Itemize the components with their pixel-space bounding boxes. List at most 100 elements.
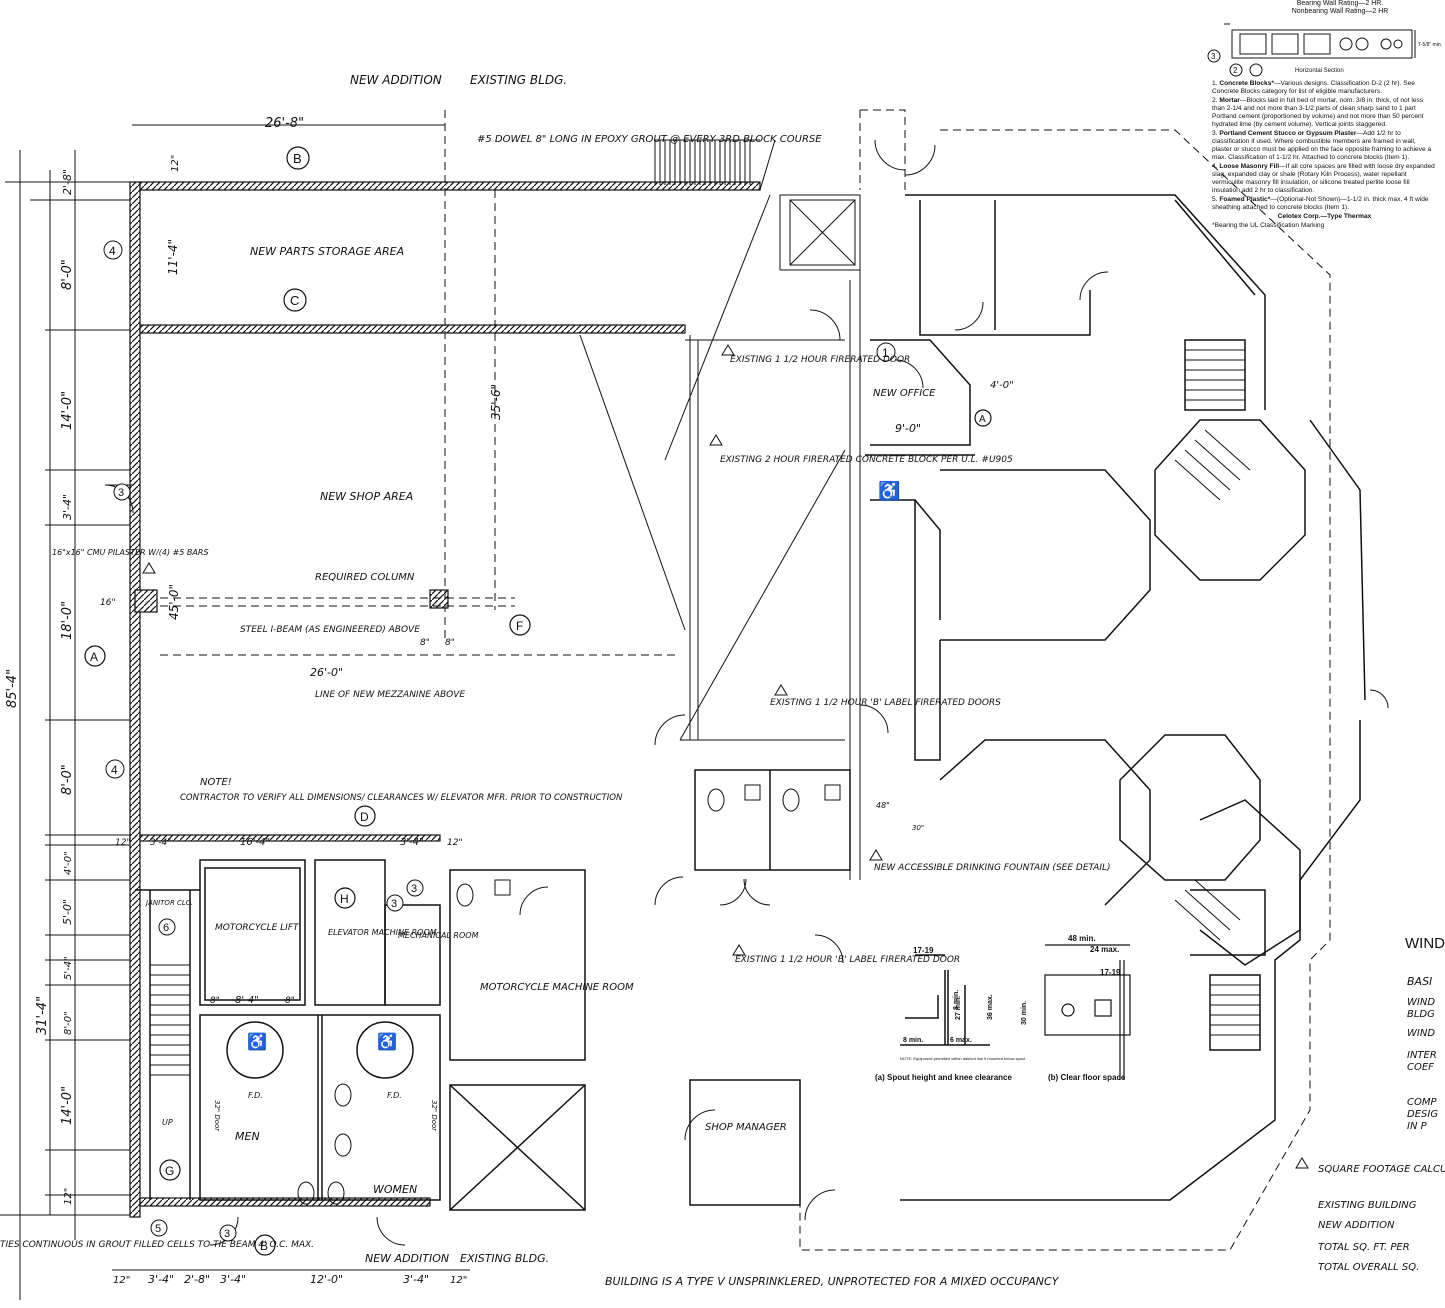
dim-3-4a: 3'-4": [150, 838, 171, 848]
label-total-sq: TOTAL SQ. FT. PER: [1318, 1242, 1410, 1253]
detail-b-24max: 24 max.: [1090, 945, 1119, 954]
detail-b-48min: 48 min.: [1068, 934, 1096, 943]
dim-14-0: 14'-0": [60, 391, 75, 430]
label-door-32b: 32" Door: [430, 1100, 438, 1132]
ul-spec-notes: 1. Concrete Blocks*—Various designs. Cla…: [1212, 80, 1437, 231]
dim-bot-3-4c: 3'-4": [403, 1273, 429, 1286]
grid-D: D: [360, 810, 369, 824]
label-up: UP: [162, 1118, 173, 1127]
detail-a-36max: 36 max.: [987, 994, 994, 1020]
dim-31-4: 31'-4": [35, 996, 50, 1035]
label-fire-door-3: EXISTING 1 1/2 HOUR 'B' LABEL FIRERATED …: [735, 955, 960, 965]
label-fountain: NEW ACCESSIBLE DRINKING FOUNTAIN (SEE DE…: [874, 863, 1111, 873]
dim-8-0c: 8'-0": [63, 1011, 74, 1035]
key-3b: 3: [391, 898, 397, 910]
section-dim: 7-5/8" min.: [1418, 42, 1442, 48]
dim-5-4: 5'-4": [63, 956, 74, 980]
label-comp: COMP: [1407, 1097, 1437, 1108]
label-intern: INTER: [1407, 1050, 1437, 1061]
dim-5-0: 5'-0": [61, 899, 74, 925]
dim-48: 48": [876, 801, 890, 810]
nonbearing-rating: Nonbearing Wall Rating—2 HR: [1291, 8, 1389, 15]
grid-B-top: B: [293, 151, 302, 166]
key-4a: 4: [109, 244, 116, 258]
detail-a-8min2: 8 min.: [903, 1037, 923, 1044]
label-existing-bldg-top: EXISTING BLDG.: [470, 73, 567, 87]
spec-header: Bearing Wall Rating—2 HR. Nonbearing Wal…: [1240, 0, 1440, 16]
label-new-addition-sq: NEW ADDITION: [1318, 1220, 1395, 1231]
dim-bot-3-4a: 3'-4": [148, 1273, 174, 1286]
dim-8-0b: 8'-0": [60, 764, 75, 795]
dim-8a: 8": [210, 996, 220, 1006]
dim-bot-12-0: 12'-0": [310, 1273, 343, 1286]
plan-linework: [579, 139, 861, 880]
dim-30a: 30": [912, 824, 924, 832]
label-desig: DESIG: [1407, 1109, 1438, 1120]
spec-maker: Celotex Corp.—Type Thermax: [1277, 213, 1372, 220]
spec-footnote: *Bearing the UL Classification Marking: [1212, 222, 1325, 229]
label-women: WOMEN: [373, 1183, 417, 1196]
label-men: MEN: [235, 1130, 260, 1143]
spec-note-3: 3. Portland Cement Stucco or Gypsum Plas…: [1212, 130, 1432, 161]
key-1: 1: [882, 346, 889, 360]
label-ties-note: TIES CONTINUOUS IN GROUT FILLED CELLS TO…: [0, 1240, 314, 1250]
label-building-type: BUILDING IS A TYPE V UNSPRINKLERED, UNPR…: [605, 1275, 1060, 1288]
detail-a-27min: 27 min.: [955, 996, 962, 1020]
grid-A-left: A: [90, 650, 98, 664]
dim-85-4: 85'-4": [5, 669, 20, 708]
label-door-32a: 32" Door: [213, 1100, 221, 1132]
dim-26-0: 26'-0": [310, 666, 343, 679]
fountain-detail-b: [1044, 944, 1131, 1080]
accessible-icon-women: ♿: [377, 1032, 397, 1051]
dim-bot-12b: 12": [450, 1275, 467, 1286]
dim-bot-12a: 12": [113, 1275, 130, 1286]
detail-b-caption: (b) Clear floor space: [1048, 1073, 1126, 1082]
spec-note-5: 5. Foamed Plastic*—(Optional-Not Shown)—…: [1212, 196, 1429, 211]
existing-building-walls: [865, 194, 1366, 1201]
label-basic: BASI: [1407, 975, 1432, 988]
grid-A-office: A: [979, 414, 986, 425]
label-fire-door-1: EXISTING 1 1/2 HOUR FIRERATED DOOR: [730, 355, 910, 365]
beam-lines: [160, 110, 680, 656]
dim-bot-2-8: 2'-8": [184, 1273, 210, 1286]
label-mech-room: MECHANICAL ROOM: [398, 931, 479, 940]
section-key-3: 3: [1211, 52, 1216, 61]
dim-18-0: 18'-0": [60, 601, 75, 640]
grid-H: H: [340, 892, 349, 906]
grid-F: F: [516, 619, 523, 633]
label-wind-3: WIND: [1407, 1028, 1435, 1039]
key-4b: 4: [111, 763, 118, 777]
label-fire-door-2: EXISTING 1 1/2 HOUR 'B' LABEL FIRERATED …: [770, 698, 1001, 708]
dim-35-6: 35'-6": [489, 384, 503, 420]
detail-b-17-19: 17-19: [1100, 968, 1121, 977]
label-new-office: NEW OFFICE: [873, 388, 936, 399]
key-3c: 3: [411, 883, 417, 895]
label-wind: WIND: [1405, 935, 1445, 952]
detail-a-6max: 6 max.: [950, 1037, 972, 1044]
bearing-rating: Bearing Wall Rating—2 HR.: [1296, 0, 1384, 7]
toilet-fixtures: [297, 784, 841, 1205]
grid-G: G: [165, 1164, 174, 1178]
dim-2-8: 2'-8": [61, 169, 74, 195]
label-wind-2: WIND: [1407, 997, 1435, 1008]
label-total-overall: TOTAL OVERALL SQ.: [1318, 1262, 1419, 1273]
label-new-addition-top: NEW ADDITION: [350, 73, 442, 87]
label-column: REQUIRED COLUMN: [315, 572, 415, 583]
label-in-p: IN P: [1407, 1121, 1428, 1132]
label-dowel-note: #5 DOWEL 8" LONG IN EPOXY GROUT @ EVERY …: [477, 134, 822, 145]
label-mezzanine: LINE OF NEW MEZZANINE ABOVE: [315, 690, 465, 700]
fountain-detail-a: [900, 954, 990, 1046]
label-note-title: NOTE!: [200, 777, 232, 788]
label-parts-storage: NEW PARTS STORAGE AREA: [250, 245, 404, 258]
existing-building-outline: [799, 109, 1331, 1251]
grid-C: C: [290, 293, 299, 308]
wall-section-detail: [1207, 23, 1416, 77]
label-coef: COEF: [1407, 1062, 1434, 1073]
key-3a: 3: [118, 487, 124, 499]
spec-note-2: 2. Mortar—Blocks laid in full bed of mor…: [1212, 97, 1424, 128]
accessible-icon-men: ♿: [247, 1032, 267, 1051]
label-sq-footage: SQUARE FOOTAGE CALCULATIONS: [1318, 1164, 1445, 1175]
dim-4-0: 4'-0": [63, 851, 74, 875]
new-addition-walls: [129, 181, 761, 1218]
